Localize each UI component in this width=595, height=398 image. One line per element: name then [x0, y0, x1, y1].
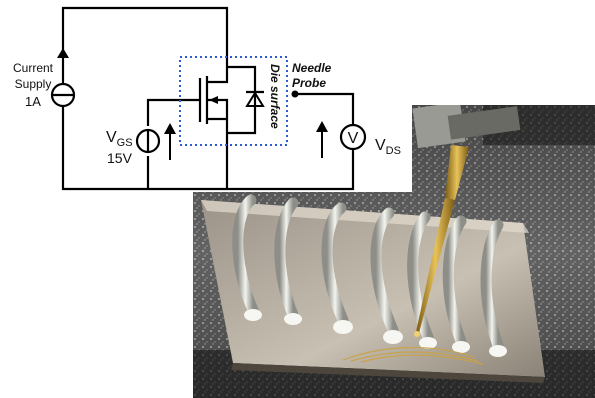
bond-wire — [232, 194, 259, 316]
vgs-value: 15V — [107, 150, 133, 166]
current-source-icon — [50, 48, 76, 108]
vgs-label: VGS — [106, 129, 133, 149]
mosfet-drain-lead — [207, 67, 229, 84]
circuit-schematic: V Current Supply 1A VGS 15V Die surface … — [0, 0, 412, 192]
diode-branch — [227, 65, 257, 135]
voltmeter-symbol: V — [348, 130, 359, 147]
wire-needle-probe — [295, 92, 355, 125]
die-surface-box — [179, 56, 288, 146]
vgs-subscript: GS — [117, 137, 133, 149]
needle-probe-label-line1: Needle — [292, 61, 332, 75]
needle-probe-photo — [193, 105, 595, 398]
bond-wire — [274, 197, 299, 321]
current-supply-label-line1: Current — [13, 61, 54, 75]
vgs-symbol: V — [106, 129, 117, 146]
wire-outer-loop — [61, 6, 229, 84]
mosfet-arrow-icon — [209, 96, 218, 104]
wire-vgs — [146, 98, 200, 126]
bond-wire — [321, 202, 349, 326]
wire-bottom — [61, 106, 355, 191]
vds-symbol: V — [375, 137, 386, 154]
bond-wire — [442, 215, 467, 347]
diode-icon — [245, 90, 265, 107]
voltmeter-icon — [316, 121, 367, 158]
needle-probe-label-line2: Probe — [292, 76, 326, 90]
die-surface-label: Die surface — [268, 64, 282, 129]
vds-subscript: DS — [386, 145, 401, 157]
bond-wire — [370, 207, 399, 336]
current-supply-value: 1A — [25, 94, 41, 109]
bond-wire — [480, 219, 504, 351]
needle-probe — [412, 105, 521, 337]
vgs-source-icon — [135, 123, 176, 160]
needle-probe-contact — [291, 90, 299, 98]
bond-wires — [232, 194, 504, 351]
gate-fine-wires — [342, 347, 484, 365]
current-supply-label-line2: Supply — [15, 77, 52, 91]
vds-label: VDS — [375, 137, 401, 157]
